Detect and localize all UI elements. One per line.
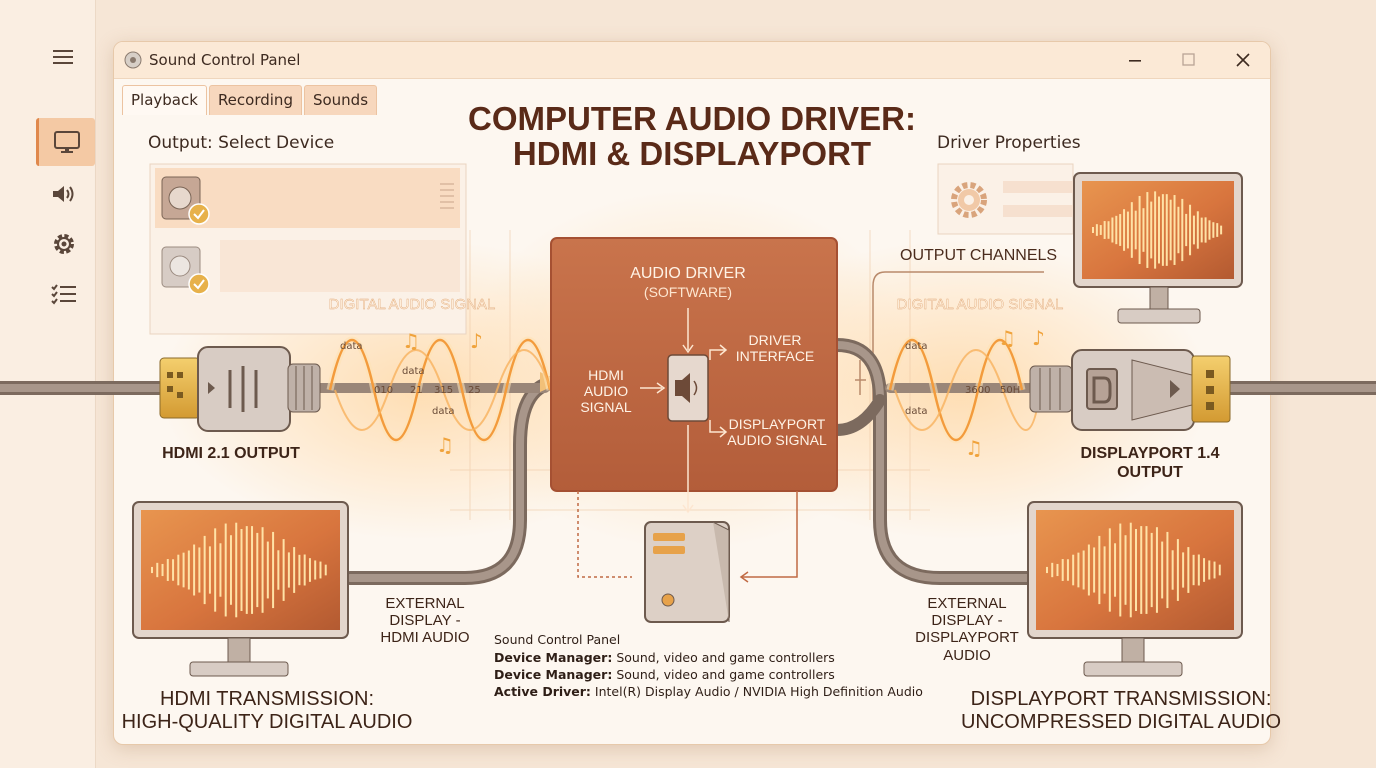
- monitor-icon[interactable]: [36, 118, 95, 166]
- side-rail: [0, 0, 96, 768]
- tab-playback[interactable]: Playback: [122, 85, 207, 115]
- minimize-icon[interactable]: [1121, 48, 1151, 72]
- speaker-icon[interactable]: [36, 170, 92, 218]
- device-list-item-1[interactable]: [155, 168, 460, 228]
- menu-icon[interactable]: [36, 33, 92, 81]
- title-bar: Sound Control Panel: [114, 42, 1270, 79]
- speaker-app-icon: [124, 51, 142, 73]
- close-icon[interactable]: [1228, 48, 1258, 72]
- gear-icon[interactable]: [36, 220, 92, 268]
- checklist-icon[interactable]: [36, 270, 92, 318]
- window-title: Sound Control Panel: [149, 51, 301, 69]
- device-list-item-2[interactable]: [161, 240, 460, 295]
- tab-recording[interactable]: Recording: [208, 85, 302, 115]
- sound-control-panel-window: Sound Control Panel Playback Recording S…: [113, 41, 1271, 745]
- tab-sounds[interactable]: Sounds: [303, 85, 378, 115]
- maximize-icon[interactable]: [1174, 48, 1204, 72]
- tab-strip: Playback Recording Sounds: [122, 85, 378, 115]
